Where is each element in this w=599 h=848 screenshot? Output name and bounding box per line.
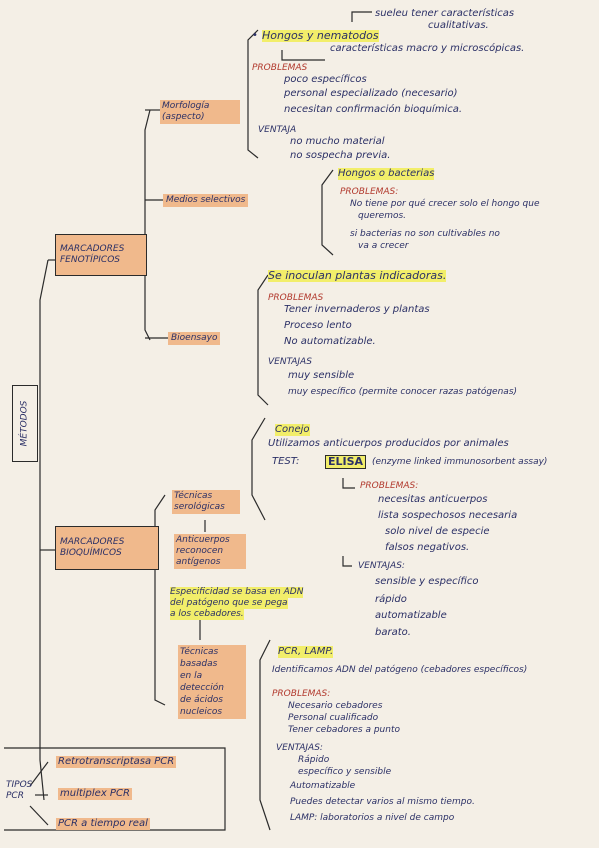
medios-problemas: PROBLEMAS: bbox=[340, 187, 399, 197]
anticuerpos-box: Anticuerpos reconocen antígenos bbox=[174, 534, 246, 569]
medios-p1b: queremos. bbox=[358, 211, 407, 221]
bio-item-3: No automatizable. bbox=[284, 336, 376, 347]
acidos-ventajas: VENTAJAS: bbox=[276, 743, 323, 753]
marcadores-fenotipicos-box: MARCADORES FENOTÍPICOS bbox=[55, 234, 147, 276]
tipo-pcr-1: Retrotranscriptasa PCR bbox=[56, 756, 177, 768]
morf-item-2: personal especializado (necesario) bbox=[284, 88, 458, 99]
morf-item-1: poco específicos bbox=[284, 74, 367, 85]
morf-ventaja-1: no mucho material bbox=[290, 136, 385, 147]
top-note: sueleu tener características bbox=[375, 8, 515, 19]
sero-ventaja-3: automatizable bbox=[375, 610, 447, 621]
medios-p2a: si bacterias no son cultivables no bbox=[350, 229, 500, 239]
sero-ventaja-4: barato. bbox=[375, 627, 411, 638]
conejo: Conejo bbox=[275, 424, 310, 436]
morf-problemas: PROBLEMAS bbox=[252, 63, 308, 73]
medios-selectivos-label: Medios selectivos bbox=[163, 194, 249, 207]
marcadores-bioquimicos-box: MARCADORES BIOQUÍMICOS bbox=[55, 526, 159, 570]
tecnicas-serologicas-label: Técnicas serológicas bbox=[172, 490, 240, 514]
acidos-item-1: Necesario cebadores bbox=[288, 701, 383, 711]
morf-item-3: necesitan confirmación bioquímica. bbox=[284, 104, 463, 115]
bio-inoculan: Se inoculan plantas indicadoras. bbox=[268, 269, 447, 282]
identificamos: Identificamos ADN del patógeno (cebadore… bbox=[272, 665, 528, 675]
medios-hongos: Hongos o bacterias bbox=[338, 168, 435, 180]
bio-problemas: PROBLEMAS bbox=[268, 293, 324, 303]
hongos-nematodos: Hongos y nematodos bbox=[262, 29, 379, 42]
sero-ventajas: VENTAJAS: bbox=[358, 561, 405, 571]
test-label: TEST: bbox=[272, 456, 300, 467]
sero-problemas: PROBLEMAS: bbox=[360, 481, 419, 491]
caracteristicas: características macro y microscópicas. bbox=[330, 43, 525, 54]
elisa-note: (enzyme linked immunosorbent assay) bbox=[372, 457, 548, 467]
acidos-problemas: PROBLEMAS: bbox=[272, 689, 331, 699]
sero-item-4: falsos negativos. bbox=[385, 542, 470, 553]
tipo-pcr-2: multiplex PCR bbox=[58, 788, 132, 800]
utilizamos: Utilizamos anticuerpos producidos por an… bbox=[268, 438, 509, 449]
acidos-ventaja-5: LAMP: laboratorios a nivel de campo bbox=[290, 813, 455, 823]
bio-ventajas: VENTAJAS bbox=[268, 357, 312, 367]
medios-p1a: No tiene por qué crecer solo el hongo qu… bbox=[350, 199, 540, 209]
elisa: ELISA bbox=[325, 455, 367, 469]
bio-ventaja-2: muy específico (permite conocer razas pa… bbox=[288, 387, 518, 397]
tipos-pcr-label: TIPOS PCR bbox=[6, 780, 33, 801]
acidos-ventaja-3: Automatizable bbox=[290, 781, 356, 791]
morf-ventaja: VENTAJA bbox=[258, 125, 297, 135]
morf-bullet: • bbox=[252, 30, 258, 41]
tecnicas-acidos-nucleicos-label: Técnicas basadas en la detección de ácid… bbox=[178, 645, 246, 719]
top-note-2: cualitativas. bbox=[428, 20, 489, 31]
bio-item-1: Tener invernaderos y plantas bbox=[284, 304, 430, 315]
tipo-pcr-3: PCR a tiempo real bbox=[56, 818, 150, 830]
acidos-ventaja-2: específico y sensible bbox=[298, 767, 392, 777]
especificidad-note: Especificidad se basa en ADN del patógen… bbox=[170, 587, 304, 620]
bio-ventaja-1: muy sensible bbox=[288, 370, 355, 381]
sero-item-2: lista sospechosos necesaria bbox=[378, 510, 518, 521]
metodos-label: MÉTODOS bbox=[12, 385, 38, 462]
morf-ventaja-2: no sospecha previa. bbox=[290, 150, 391, 161]
acidos-ventaja-4: Puedes detectar varios al mismo tiempo. bbox=[290, 797, 475, 807]
sero-item-3: solo nivel de especie bbox=[385, 526, 490, 537]
morfologia-label: Morfología (aspecto) bbox=[160, 100, 240, 124]
bio-item-2: Proceso lento bbox=[284, 320, 352, 331]
pcr-lamp: PCR, LAMP. bbox=[278, 646, 334, 658]
acidos-item-2: Personal cualificado bbox=[288, 713, 379, 723]
bioensayo-label: Bioensayo bbox=[168, 332, 221, 345]
sero-ventaja-2: rápido bbox=[375, 594, 407, 605]
medios-p2b: va a crecer bbox=[358, 241, 409, 251]
acidos-ventaja-1: Rápido bbox=[298, 755, 330, 765]
sero-item-1: necesitas anticuerpos bbox=[378, 494, 488, 505]
acidos-item-3: Tener cebadores a punto bbox=[288, 725, 400, 735]
sero-ventaja-1: sensible y específico bbox=[375, 576, 479, 587]
